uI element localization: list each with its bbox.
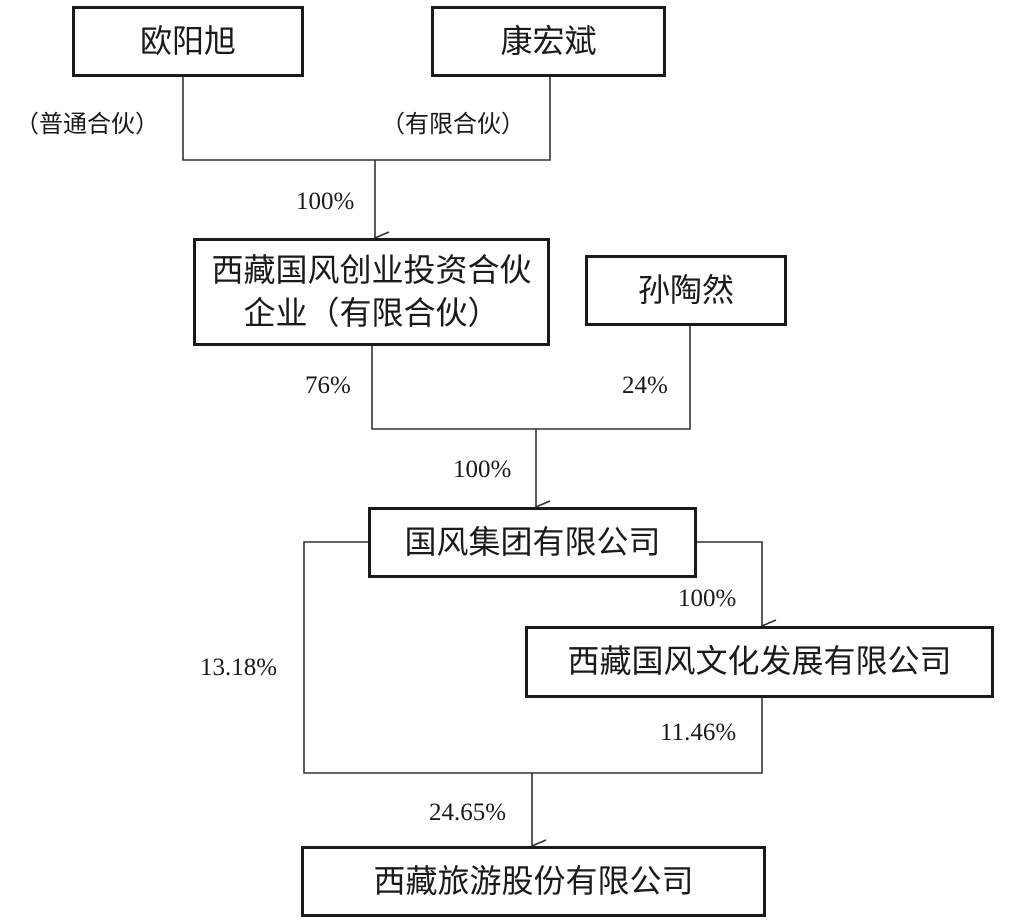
connector-partners-merge — [182, 77, 551, 161]
entity-guofeng-group: 国风集团有限公司 — [368, 507, 697, 578]
entity-xizang-tourism: 西藏旅游股份有限公司 — [301, 846, 766, 917]
entity-sun-taoran: 孙陶然 — [585, 255, 787, 326]
entity-kang-hongbin: 康宏斌 — [431, 6, 666, 77]
role-ouyang-xu: （普通合伙） — [15, 110, 159, 138]
role-kang-hongbin: （有限合伙） — [381, 110, 525, 138]
entity-xizang-guofeng-venture: 西藏国风创业投资合伙企业（有限合伙） — [193, 238, 550, 346]
entity-xizang-guofeng-venture-label: 西藏国风创业投资合伙企业（有限合伙） — [211, 250, 532, 332]
pct-partners-to-venture: 100% — [296, 188, 355, 215]
pct-sun-to-group: 24% — [622, 372, 668, 399]
pct-culture-to-tourism: 11.46% — [660, 719, 737, 746]
pct-group-to-tourism: 13.18% — [200, 654, 278, 681]
pct-combined-to-group: 100% — [453, 456, 512, 483]
entity-ouyang-xu: 欧阳旭 — [72, 6, 304, 77]
entity-xizang-guofeng-culture: 西藏国风文化发展有限公司 — [525, 626, 994, 698]
connector-tourism-owners-merge — [303, 541, 763, 774]
pct-venture-to-group: 76% — [305, 372, 351, 399]
pct-group-to-culture: 100% — [678, 585, 737, 612]
connector-group-to-culture — [697, 541, 762, 626]
connector-group-owners-merge — [371, 326, 691, 430]
pct-combined-to-tourism: 24.65% — [429, 799, 507, 826]
